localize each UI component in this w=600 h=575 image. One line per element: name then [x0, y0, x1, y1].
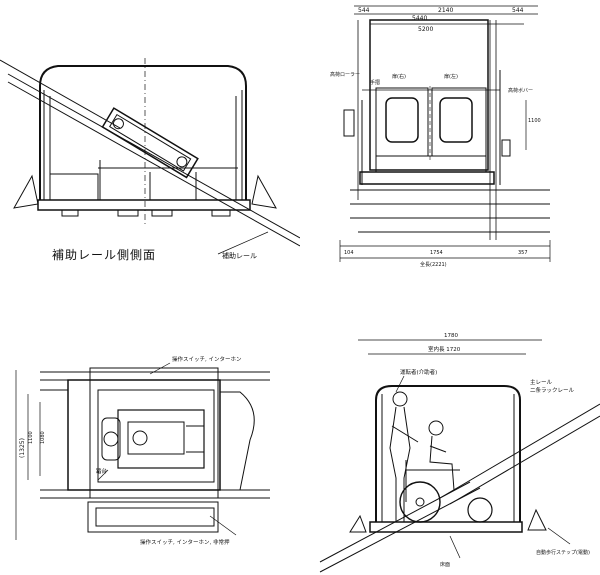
front-label-door-left: 扉(右) — [392, 73, 406, 80]
operator-view-drawing: 1780 室内長 1720 主レール 二条ラックレール 運転者(介助者) 自動歩… — [319, 333, 600, 573]
front-label-door-right: 扉(左) — [444, 73, 458, 80]
plan-label-step: 踏台 — [96, 467, 108, 475]
front-dim-bottom-mid: 1754 — [430, 250, 443, 256]
operator-view-panel: 1780 室内長 1720 主レール 二条ラックレール 運転者(介助者) 自動歩… — [300, 330, 600, 575]
front-dim-top-mid: 5440 — [412, 15, 427, 22]
operator-label-attendant: 運転者(介助者) — [400, 368, 437, 376]
operator-dim-total: 1780 — [444, 333, 458, 339]
front-dim-inner: 5200 — [418, 26, 433, 33]
side-view-rail-label: 補助レール — [222, 251, 257, 260]
operator-dim-inner: 室内長 1720 — [428, 345, 461, 353]
plan-view-panel: 操作スイッチ, インターホン 操作スイッチ, インターホン, 非常押 踏台 (1… — [0, 330, 300, 575]
front-dim-top-right: 544 — [512, 7, 524, 14]
side-view-caption: 補助レール側側面 — [52, 248, 157, 262]
plan-dim-inner: 1080 — [40, 431, 46, 444]
front-label-handrail: 手摺 — [370, 79, 380, 86]
plan-dim-overall: (1325) — [19, 438, 26, 458]
front-view-panel: 2140 544 5440 544 5200 高荷ローラー 手摺 扉(右) 扉(… — [300, 0, 600, 280]
operator-label-floor: 床面 — [440, 561, 450, 568]
front-dim-top-left: 544 — [358, 7, 370, 14]
plan-label-switch-bottom: 操作スイッチ, インターホン, 非常押 — [140, 538, 230, 546]
operator-label-step: 自動歩行ステップ(電動) — [536, 549, 590, 556]
front-dim-bottom-right: 357 — [518, 250, 528, 256]
front-label-cover: 高荷ボバー — [508, 87, 533, 94]
front-dim-height: 1100 — [528, 118, 541, 124]
plan-dim-width: 1100 — [28, 431, 34, 444]
front-view-drawing: 2140 544 5440 544 5200 高荷ローラー 手摺 扉(右) 扉(… — [330, 5, 551, 268]
plan-view-drawing: 操作スイッチ, インターホン 操作スイッチ, インターホン, 非常押 踏台 (1… — [15, 355, 270, 546]
side-view-drawing: 補助レール — [0, 58, 300, 260]
plan-label-switch-top: 操作スイッチ, インターホン — [172, 355, 242, 363]
operator-label-rack: 二条ラックレール — [530, 386, 575, 394]
front-dim-top-total: 2140 — [438, 7, 453, 14]
side-view-panel: 補助レール 補助レール側側面 — [0, 0, 300, 280]
operator-label-rail: 主レール — [530, 378, 553, 386]
front-label-roller: 高荷ローラー — [330, 71, 360, 78]
front-dim-bottom-left: 104 — [344, 250, 354, 256]
front-dim-overall: 全長(2221) — [420, 261, 447, 268]
